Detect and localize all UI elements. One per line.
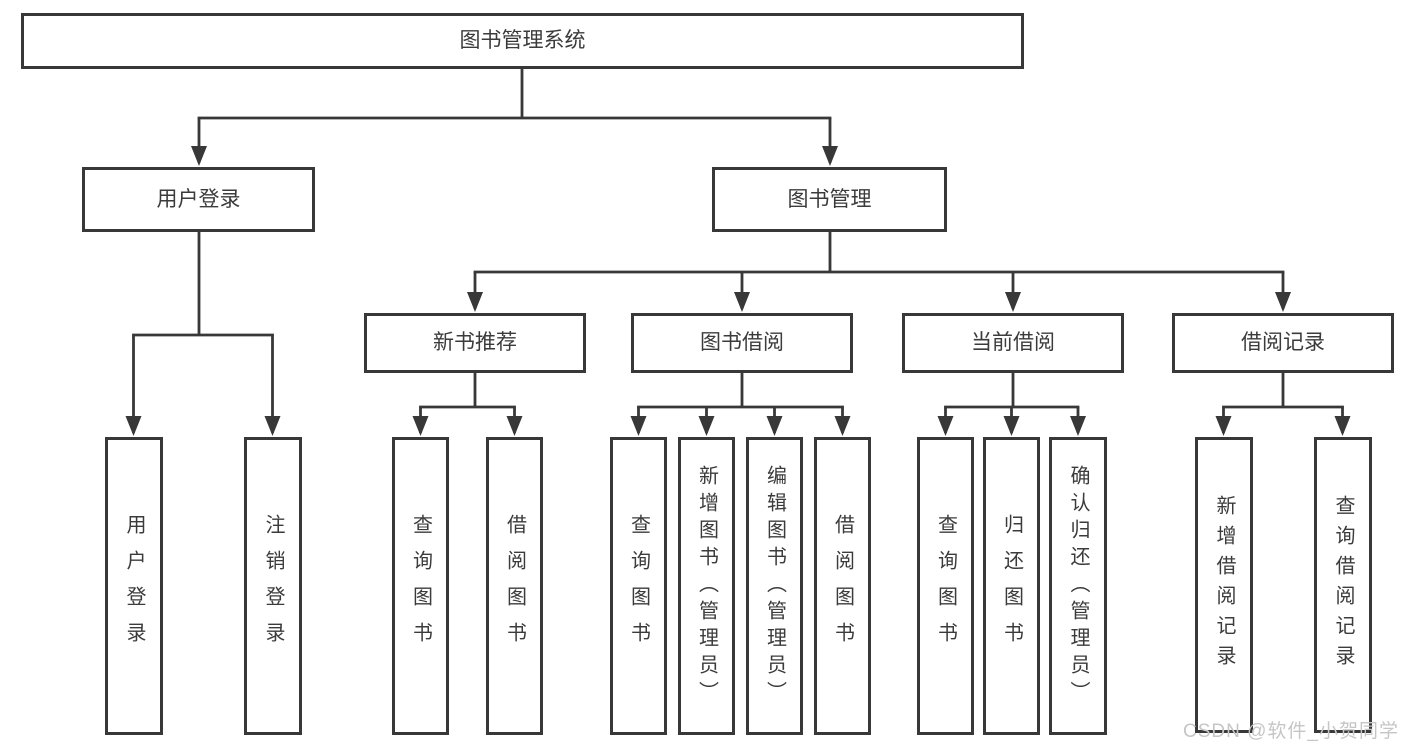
node-book-management: 图书管理: [712, 167, 947, 232]
leaf-add-borrow-record: 新增借阅记录: [1195, 437, 1253, 733]
leaf-edit-book-admin: 编辑图书（管理员）: [746, 437, 803, 735]
leaf-borrow-books-recommend: 借阅图书: [486, 437, 543, 735]
leaf-confirm-return-admin: 确认归还（管理员）: [1049, 437, 1107, 735]
node-current-borrowing: 当前借阅: [902, 313, 1124, 373]
node-root-library-system: 图书管理系统: [21, 13, 1024, 69]
leaf-return-book: 归还图书: [983, 437, 1040, 735]
leaf-query-books-recommend: 查询图书: [392, 437, 449, 735]
leaf-query-books-borrow: 查询图书: [610, 437, 667, 735]
leaf-query-books-current: 查询图书: [917, 437, 974, 735]
leaf-user-login: 用户登录: [105, 437, 163, 735]
leaf-logout: 注销登录: [244, 437, 302, 735]
node-borrowing-records: 借阅记录: [1172, 313, 1394, 373]
csdn-watermark: CSDN @软件_小贺同学: [1183, 721, 1399, 742]
node-user-login: 用户登录: [82, 167, 315, 232]
node-book-borrowing: 图书借阅: [631, 313, 853, 373]
leaf-add-book-admin: 新增图书（管理员）: [678, 437, 735, 735]
node-new-book-recommendation: 新书推荐: [364, 313, 586, 373]
leaf-query-borrow-record: 查询借阅记录: [1314, 437, 1372, 733]
leaf-borrow-books: 借阅图书: [814, 437, 871, 735]
